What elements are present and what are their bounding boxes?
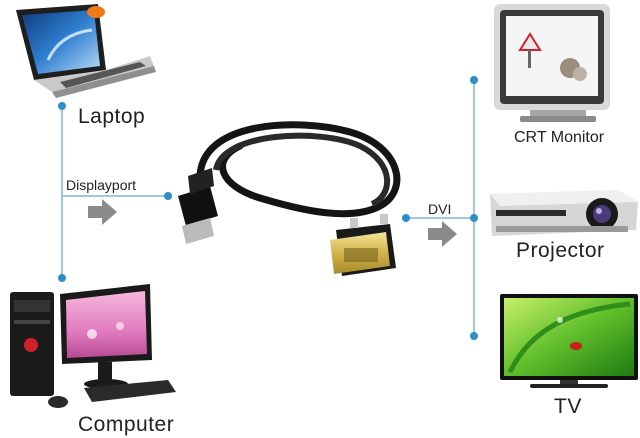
- connector-dot: [58, 274, 66, 282]
- laptop-icon: [16, 4, 156, 98]
- connector-dot: [470, 214, 478, 222]
- connector-dot: [470, 332, 478, 340]
- crt-monitor-label: CRT Monitor: [514, 129, 605, 146]
- arrow-right-icon: [428, 221, 457, 247]
- projector-label: Projector: [516, 239, 605, 262]
- dvi-label: DVI: [428, 201, 452, 217]
- displayport-label: Displayport: [66, 177, 137, 193]
- laptop-label: Laptop: [78, 105, 146, 128]
- connector-dot: [164, 192, 172, 200]
- arrow-right-icon: [88, 199, 117, 225]
- crt-monitor-icon: [494, 4, 610, 122]
- computer-label: Computer: [78, 413, 175, 436]
- right-connector: [402, 76, 478, 340]
- tv-label: TV: [554, 395, 582, 418]
- computer-icon: [10, 284, 176, 408]
- connector-dot: [58, 102, 66, 110]
- displayport-to-dvi-cable-icon: [178, 121, 401, 276]
- projector-icon: [490, 190, 638, 236]
- connector-dot: [402, 214, 410, 222]
- left-connector: [58, 102, 172, 282]
- tv-icon: [500, 294, 638, 388]
- connector-dot: [470, 76, 478, 84]
